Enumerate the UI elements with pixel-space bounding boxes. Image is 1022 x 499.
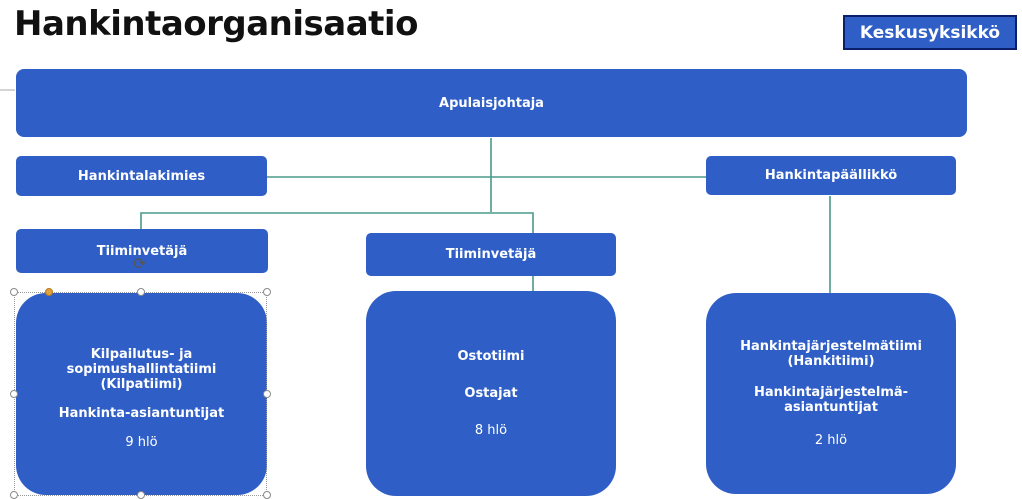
node-tiiminvetaja-mid[interactable]: Tiiminvetäjä [366, 233, 616, 276]
node-hankintalakimies[interactable]: Hankintalakimies [16, 156, 267, 196]
team-ostotiimi-role: Ostajat [464, 386, 518, 401]
node-hankintalakimies-label: Hankintalakimies [77, 168, 206, 184]
team-kilpatiimi-count: 9 hlö [125, 434, 158, 450]
adjust-handle[interactable] [45, 288, 53, 296]
team-ostotiimi-count: 8 hlö [474, 423, 508, 438]
node-tiiminvetaja-mid-label: Tiiminvetäjä [445, 247, 537, 262]
team-kilpatiimi-role: Hankinta-asiantuntijat [58, 405, 225, 421]
resize-handle-bottom-right[interactable] [263, 491, 271, 499]
unit-badge: Keskusyksikkö [843, 15, 1017, 50]
team-ostotiimi-name: Ostotiimi [457, 349, 525, 364]
resize-handle-bottom[interactable] [137, 491, 145, 499]
resize-handle-top-right[interactable] [263, 288, 271, 296]
rotate-handle-icon[interactable]: ⟳ [133, 254, 147, 273]
node-hankintapaallikko[interactable]: Hankintapäällikkö [706, 156, 956, 195]
team-hankitiimi-count: 2 hlö [814, 433, 848, 448]
node-hankintapaallikko-label: Hankintapäällikkö [764, 168, 898, 183]
team-ostotiimi[interactable]: Ostotiimi Ostajat 8 hlö [366, 291, 616, 496]
team-kilpatiimi-name: Kilpailutus- ja sopimushallintatiimi (Ki… [66, 346, 217, 392]
resize-handle-left[interactable] [10, 390, 18, 398]
page-title: Hankintaorganisaatio [14, 4, 418, 44]
team-hankitiimi-role: Hankintajärjestelmä-asiantuntijat [753, 385, 909, 415]
resize-handle-top-left[interactable] [10, 288, 18, 296]
node-tiiminvetaja-left-label: Tiiminvetäjä [96, 244, 188, 259]
node-apulaisjohtaja[interactable]: Apulaisjohtaja [16, 69, 967, 137]
resize-handle-bottom-left[interactable] [10, 491, 18, 499]
resize-handle-right[interactable] [263, 390, 271, 398]
team-kilpatiimi[interactable]: Kilpailutus- ja sopimushallintatiimi (Ki… [16, 293, 267, 495]
resize-handle-top[interactable] [137, 288, 145, 296]
node-tiiminvetaja-left[interactable]: Tiiminvetäjä [16, 229, 268, 273]
selection-frame [14, 292, 267, 496]
team-hankitiimi-name: Hankintajärjestelmätiimi (Hankitiimi) [740, 339, 922, 369]
team-hankitiimi[interactable]: Hankintajärjestelmätiimi (Hankitiimi) Ha… [706, 293, 956, 494]
node-apulaisjohtaja-label: Apulaisjohtaja [439, 95, 544, 111]
